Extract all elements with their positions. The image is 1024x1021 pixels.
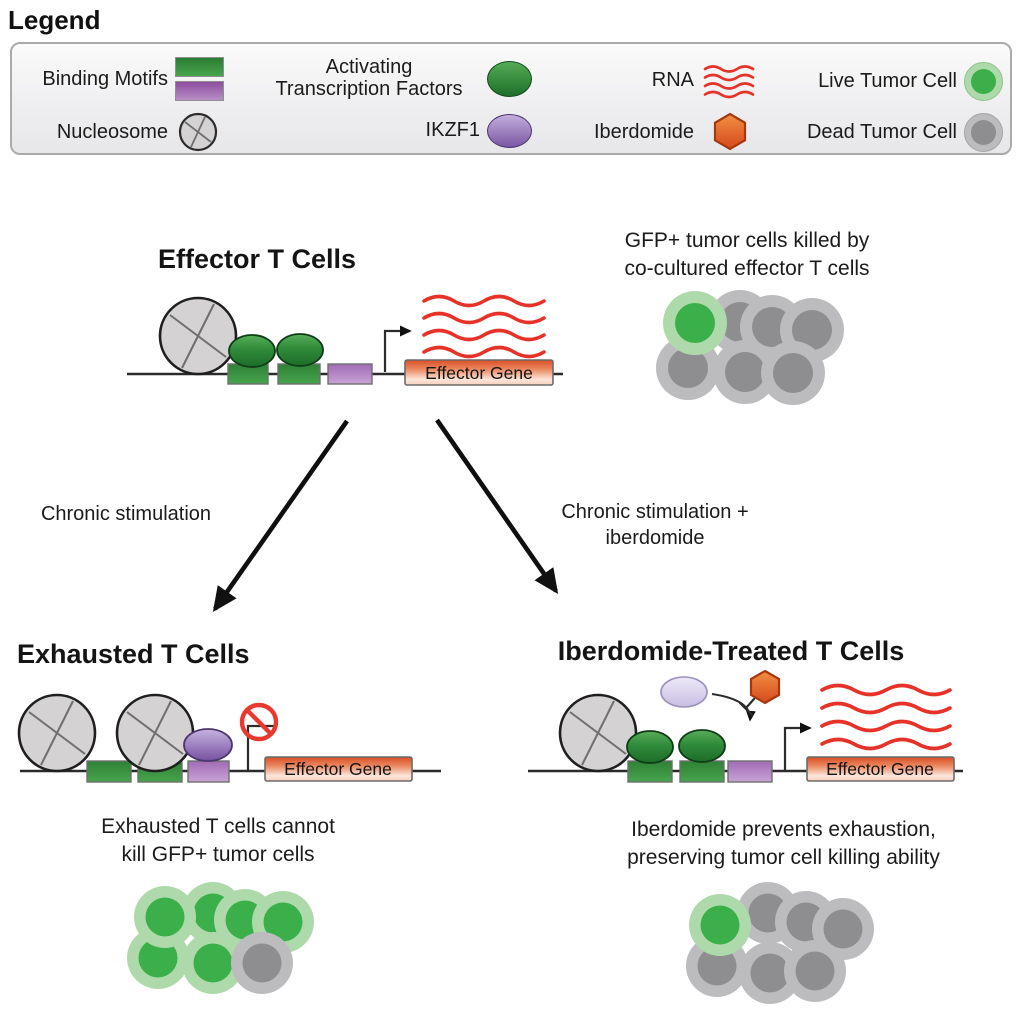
effector-title: Effector T Cells xyxy=(157,244,357,274)
dead-tumor-cell xyxy=(784,940,846,1002)
dead-tumor-cell-label: Dead Tumor Cell xyxy=(806,121,957,143)
nucleosome xyxy=(115,693,195,773)
iberdomide-caption: Iberdomide prevents exhaustion, preservi… xyxy=(627,818,940,869)
binding-motif-purple xyxy=(327,363,373,385)
activating-tf-icon xyxy=(487,61,532,97)
nucleosome xyxy=(558,693,638,773)
legend-title: Legend xyxy=(8,5,101,35)
transcription-factor xyxy=(626,730,674,764)
ikzf1-icon xyxy=(487,114,532,148)
iberdomide-tumor-cluster xyxy=(686,882,874,1004)
dead-tumor-cell xyxy=(713,340,777,404)
effector-gene-diagram: Effector Gene xyxy=(127,294,563,386)
effector-gene-box xyxy=(404,359,554,386)
iberdomide-title: Iberdomide-Treated T Cells xyxy=(557,636,905,666)
iberdomide-gene-diagram: Effector Gene xyxy=(528,669,963,783)
chronic-stimulation-label: Chronic stimulation xyxy=(40,503,212,525)
legend-box: Binding Motifs Nucleosome Activating Tra… xyxy=(10,42,1012,155)
effector-tumor-cluster xyxy=(656,290,844,405)
dead-tumor-cell xyxy=(761,341,825,405)
chronic-stimulation-iberdomide-label: Chronic stimulation + iberdomide xyxy=(561,501,749,549)
exhausted-tumor-cluster xyxy=(127,882,314,994)
rna-transcripts xyxy=(820,683,952,751)
effector-caption: GFP+ tumor cells killed by co-cultured e… xyxy=(624,229,870,280)
binding-motif-green-swatch-icon xyxy=(175,57,224,77)
inhibition-bar xyxy=(738,697,756,717)
effector-gene-box xyxy=(264,756,413,782)
iberdomide-icon xyxy=(713,112,747,151)
ikzf1-degraded xyxy=(660,676,708,708)
binding-motif-purple-swatch-icon xyxy=(175,81,224,101)
live-tumor-cell xyxy=(663,291,727,355)
exhausted-caption: Exhausted T cells cannot kill GFP+ tumor… xyxy=(101,815,335,866)
binding-motifs-label: Binding Motifs xyxy=(42,68,168,90)
nucleosome-label: Nucleosome xyxy=(56,121,168,143)
exhausted-title: Exhausted T Cells xyxy=(17,639,250,669)
transcription-factor xyxy=(228,334,276,368)
nucleosome xyxy=(158,296,238,376)
right-transition-arrow xyxy=(435,418,559,595)
no-symbol-icon xyxy=(239,702,279,742)
binding-motif-green xyxy=(277,363,321,385)
blocked-promoter-arrow xyxy=(246,724,276,770)
nucleosome xyxy=(17,693,97,773)
iberdomide-hexagon xyxy=(749,669,781,705)
effector-gene-box xyxy=(806,756,955,782)
live-tumor-cell-icon xyxy=(964,62,1003,101)
exhausted-gene-diagram: Effector Gene xyxy=(17,693,441,783)
rna-transcripts xyxy=(422,294,546,359)
left-transition-arrow xyxy=(212,419,349,613)
ikzf1-label: IKZF1 xyxy=(425,119,480,141)
binding-motif-green xyxy=(679,760,725,783)
binding-motif-green xyxy=(627,760,673,783)
effector-gene-label: Effector Gene xyxy=(284,759,392,779)
activating-tf-label: Activating Transcription Factors xyxy=(275,56,463,100)
effector-gene-label: Effector Gene xyxy=(826,759,934,779)
dead-tumor-cell-icon xyxy=(964,113,1003,152)
promoter-arrow xyxy=(383,325,412,372)
binding-motif-green xyxy=(86,760,132,783)
live-tumor-cell xyxy=(182,932,244,994)
live-tumor-cell xyxy=(689,894,751,956)
nucleosome-icon xyxy=(178,112,218,152)
iberdomide-label: Iberdomide xyxy=(593,121,694,143)
rna-icon xyxy=(703,65,755,99)
dead-tumor-cell xyxy=(231,932,293,994)
dead-tumor-cell xyxy=(739,942,801,1004)
transcription-factor xyxy=(276,333,324,367)
binding-motif-purple xyxy=(727,760,773,783)
transcription-factor xyxy=(678,729,726,763)
promoter-arrow xyxy=(783,722,812,770)
live-tumor-cell xyxy=(134,886,196,948)
binding-motif-purple xyxy=(187,760,230,783)
effector-gene-label: Effector Gene xyxy=(425,363,533,383)
ikzf1-protein xyxy=(183,728,233,762)
rna-label: RNA xyxy=(651,69,694,91)
live-tumor-cell-label: Live Tumor Cell xyxy=(818,70,957,92)
